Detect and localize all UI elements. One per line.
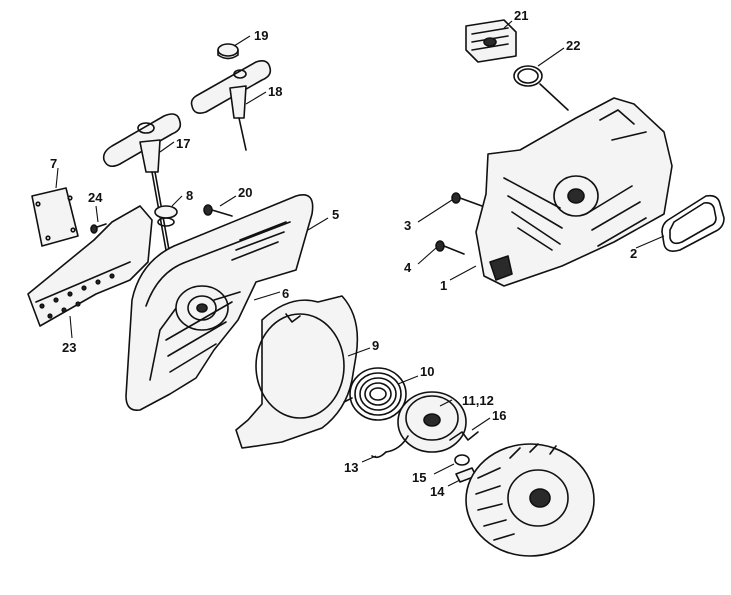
label-part-22: 22 [566,38,580,53]
part-3-screw [451,192,483,207]
label-part-18: 18 [268,84,282,99]
label-part-4: 4 [404,260,412,275]
part-1-crankcase [475,97,673,287]
part-16-clip [449,431,479,441]
label-part-10: 10 [420,364,434,379]
label-part-2: 2 [630,246,637,261]
part-labels: 1 2 3 4 5 6 7 8 9 10 11,12 13 14 15 16 1… [50,8,637,499]
part-9-fan-plate [235,295,359,449]
label-part-19: 19 [254,28,268,43]
label-part-15: 15 [412,470,426,485]
label-part-16: 16 [492,408,506,423]
part-15-washer [454,454,470,466]
label-part-5: 5 [332,207,339,222]
label-part-8: 8 [186,188,193,203]
part-18-handle [190,60,272,151]
label-part-3: 3 [404,218,411,233]
label-part-11-12: 11,12 [462,393,494,408]
label-part-6: 6 [282,286,289,301]
part-6-spindle [213,291,241,301]
label-part-14: 14 [430,484,445,499]
label-part-23: 23 [62,340,76,355]
part-20-screw [203,204,233,217]
part-11-12-rope-rotor [385,391,467,453]
part-24-screw [90,223,107,234]
label-part-9: 9 [372,338,379,353]
part-13-rope [371,451,387,459]
part-8-grommet [154,205,178,227]
part-10-spring [343,367,407,421]
label-part-20: 20 [238,185,252,200]
leader-lines [55,20,665,487]
label-part-21: 21 [514,8,528,23]
label-part-1: 1 [440,278,447,293]
part-4-screw [435,240,465,255]
label-part-17: 17 [176,136,190,151]
label-part-24: 24 [88,190,103,205]
part-2-gasket [661,194,725,252]
part-21-module [465,19,517,63]
part-7-gasket [31,187,79,247]
part-5-starter-cover [125,194,314,412]
part-17-handle [102,113,182,251]
label-part-13: 13 [344,460,358,475]
part-23-plate [27,205,153,327]
label-part-7: 7 [50,156,57,171]
flywheel [465,443,595,557]
part-19-cap [217,43,239,60]
part-22-oring [513,65,569,111]
